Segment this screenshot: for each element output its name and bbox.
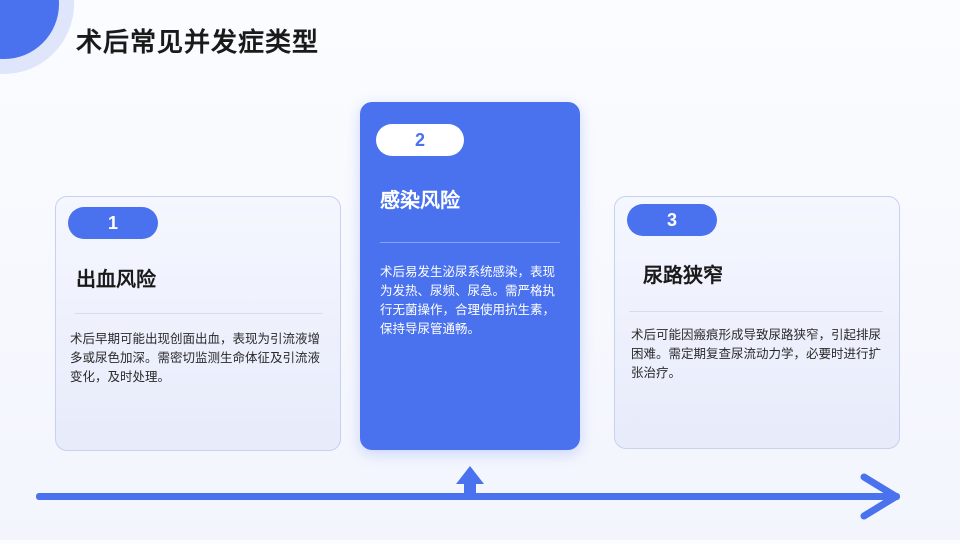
- card-number-badge: 3: [627, 204, 717, 236]
- complication-card-3: 3 尿路狭窄 术后可能因瘢痕形成导致尿路狭窄，引起排尿困难。需定期复查尿流动力学…: [614, 196, 900, 449]
- card-description: 术后可能因瘢痕形成导致尿路狭窄，引起排尿困难。需定期复查尿流动力学，必要时进行扩…: [631, 327, 882, 380]
- complication-card-2: 2 感染风险 术后易发生泌尿系统感染，表现为发热、尿频、尿急。需严格执行无菌操作…: [360, 102, 580, 450]
- card-description: 术后早期可能出现创面出血，表现为引流液增多或尿色加深。需密切监测生命体征及引流液…: [70, 331, 321, 384]
- card-number-badge: 1: [68, 207, 158, 239]
- corner-decoration: [0, 0, 80, 80]
- card-description: 术后易发生泌尿系统感染，表现为发热、尿频、尿急。需严格执行无菌操作，合理使用抗生…: [380, 264, 556, 336]
- card-divider: [629, 311, 883, 312]
- card-number-badge: 2: [376, 124, 464, 156]
- up-arrow-icon: [456, 466, 484, 497]
- card-title: 尿路狭窄: [643, 263, 723, 287]
- complication-card-1: 1 出血风险 术后早期可能出现创面出血，表现为引流液增多或尿色加深。需密切监测生…: [55, 196, 341, 451]
- right-arrow-icon: [36, 473, 900, 520]
- card-title: 感染风险: [380, 188, 460, 212]
- card-divider: [380, 242, 560, 243]
- page-title: 术后常见并发症类型: [76, 28, 320, 58]
- card-title: 出血风险: [76, 267, 156, 291]
- timeline: [0, 460, 960, 544]
- card-divider: [74, 313, 322, 314]
